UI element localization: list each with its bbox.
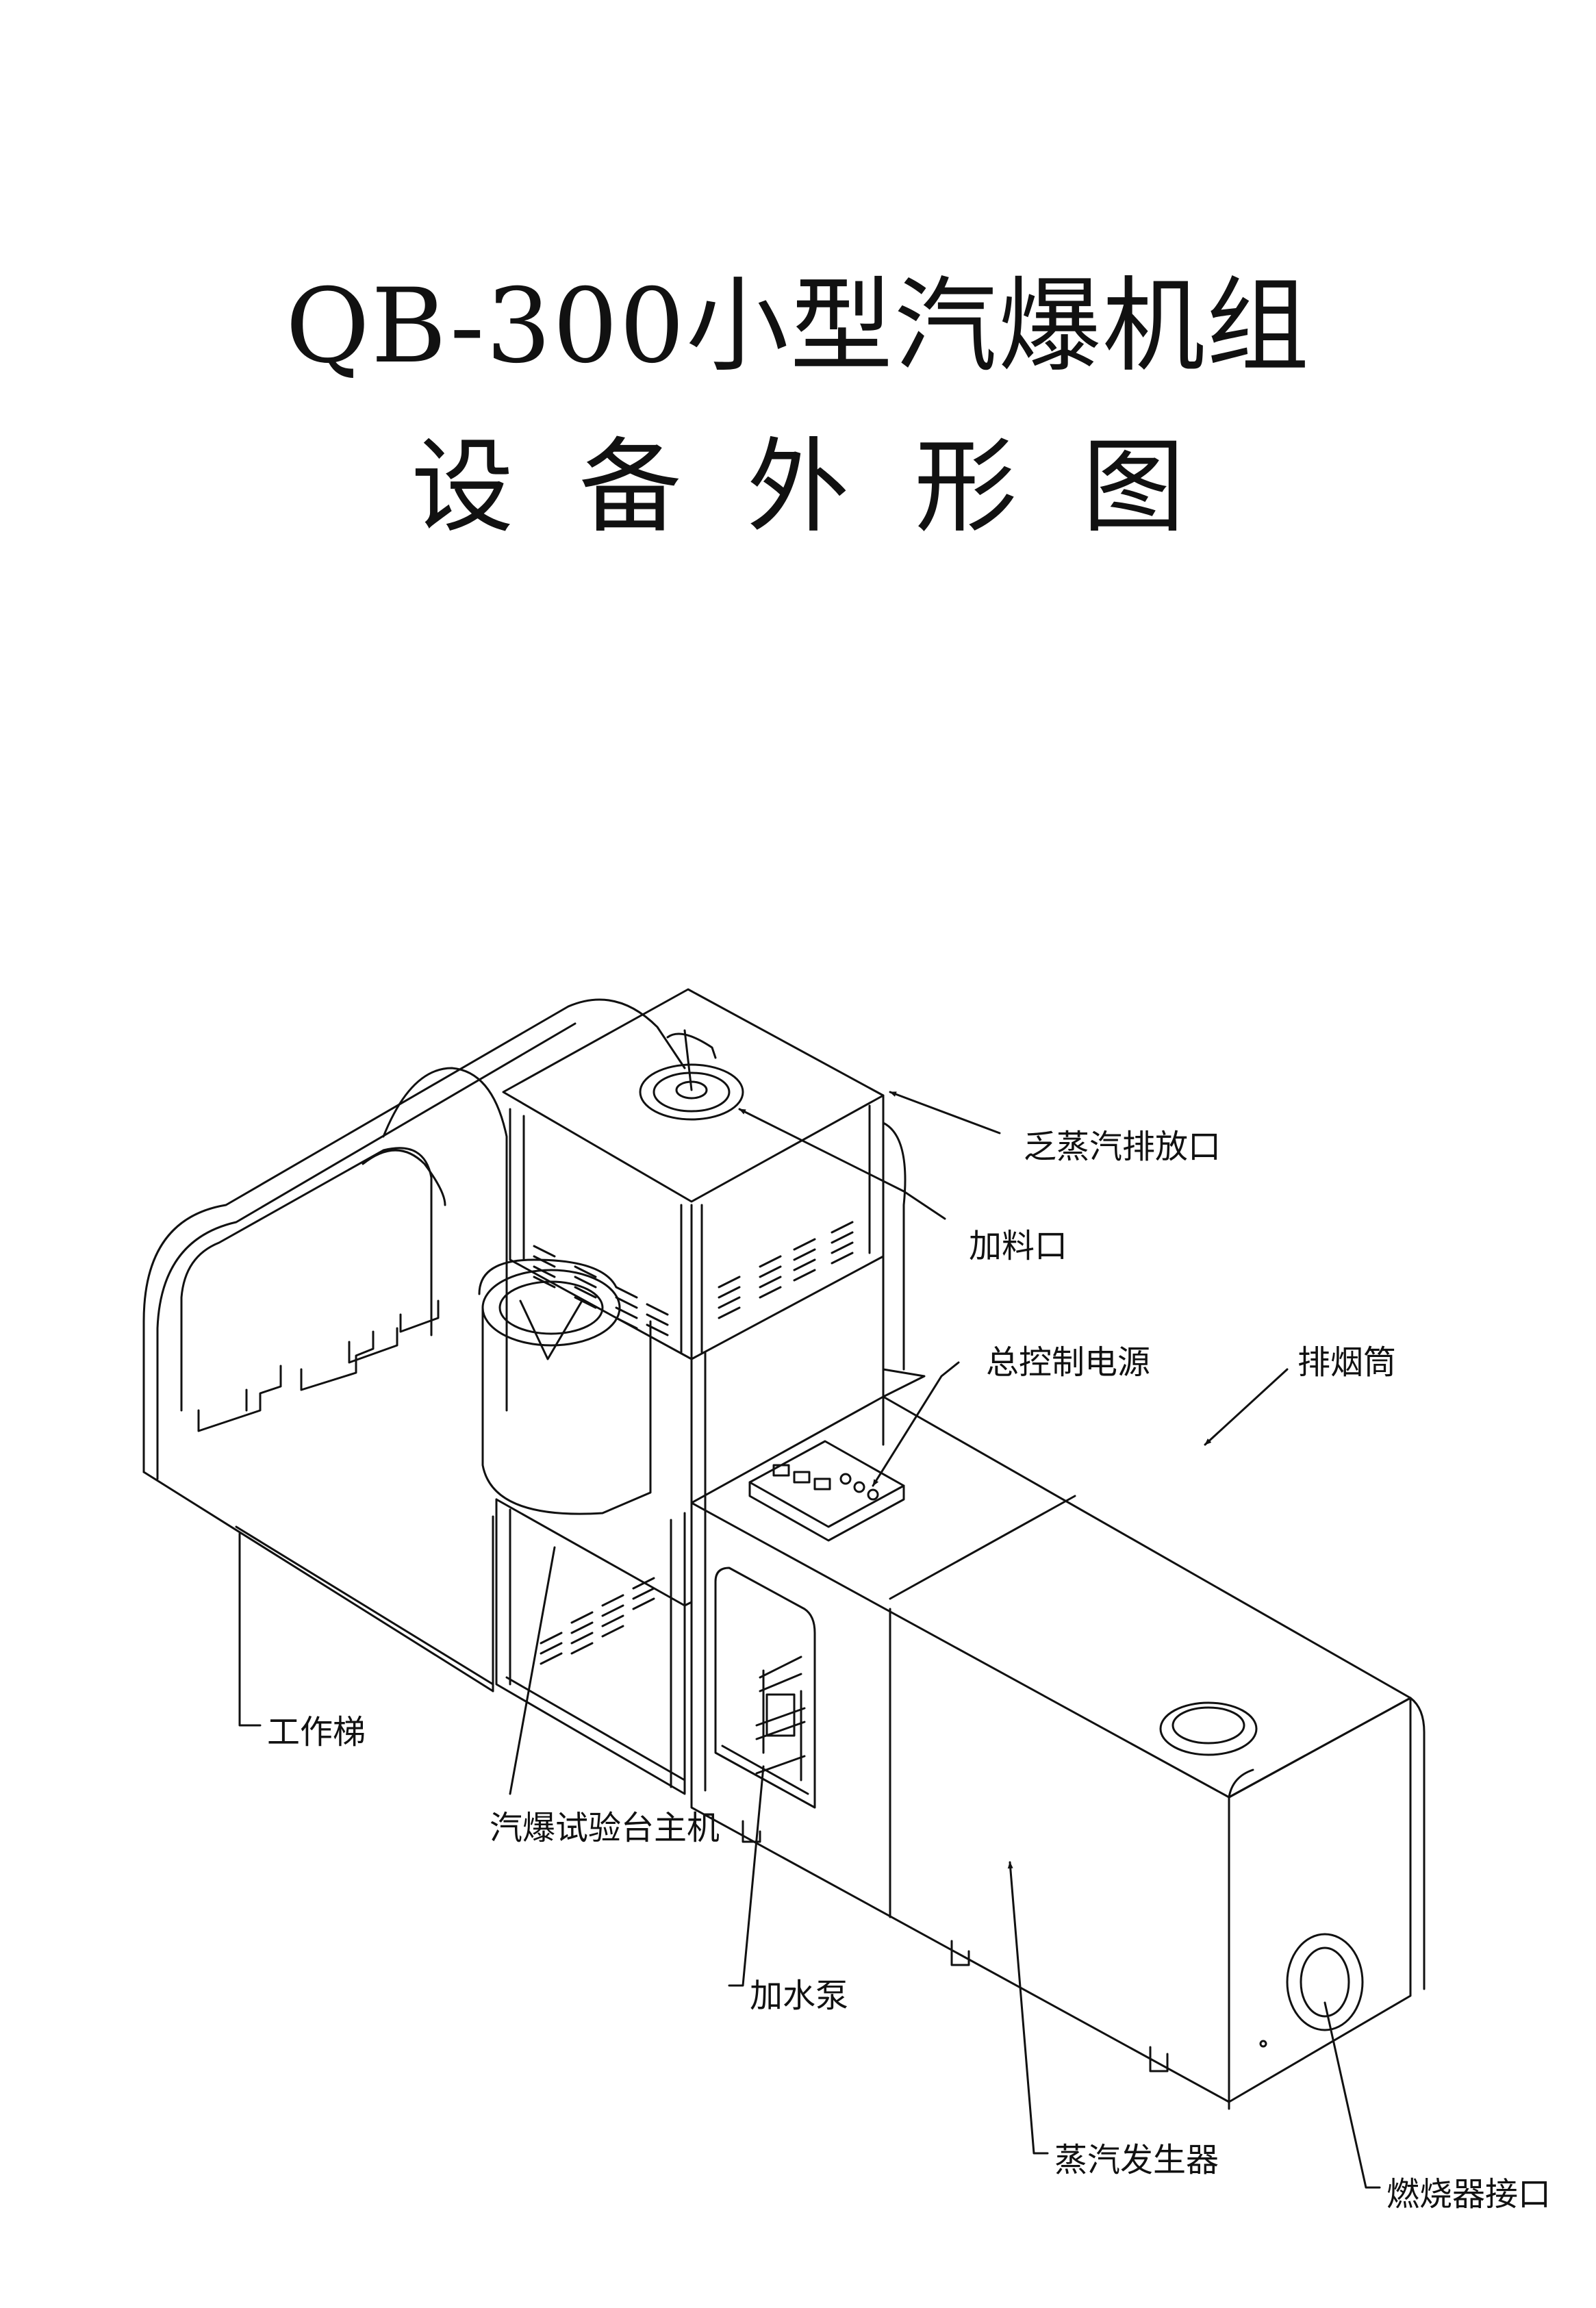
leader-lines <box>240 1092 1380 2187</box>
label-exhaust-port: 乏蒸汽排放口 <box>1024 1128 1221 1166</box>
drawing-title: QB-300小型汽爆机组 <box>286 267 1310 386</box>
label-main-power: 总控制电源 <box>986 1343 1151 1382</box>
label-test-bench-host: 汽爆试验台主机 <box>490 1809 720 1847</box>
label-water-pump: 加水泵 <box>750 1977 849 2015</box>
label-chimney: 排烟筒 <box>1297 1343 1397 1382</box>
control-panel <box>750 1441 904 1540</box>
label-feed-port: 加料口 <box>969 1227 1068 1265</box>
work-ladder <box>144 1000 685 1691</box>
label-steam-generator: 蒸汽发生器 <box>1054 2141 1219 2179</box>
drawing-subtitle: 设备外形图 <box>411 428 1250 547</box>
steam-generator-body <box>692 1369 1424 2109</box>
label-burner-port: 燃烧器接口 <box>1386 2175 1551 2214</box>
label-work-ladder: 工作梯 <box>267 1713 366 1751</box>
